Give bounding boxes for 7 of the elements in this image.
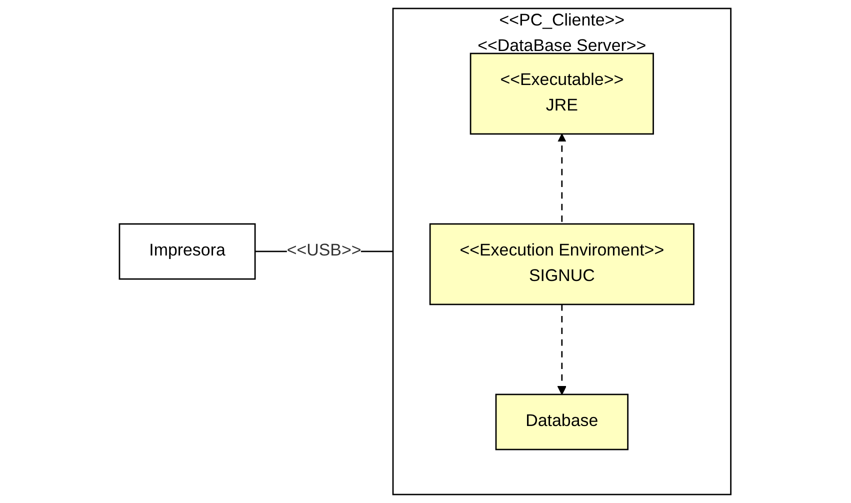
arrow	[558, 304, 567, 395]
node-box	[470, 52, 654, 135]
cluster	[392, 8, 732, 496]
node-box	[496, 394, 629, 450]
node-box	[119, 223, 256, 280]
node-box	[430, 223, 695, 306]
arrow	[558, 133, 566, 224]
